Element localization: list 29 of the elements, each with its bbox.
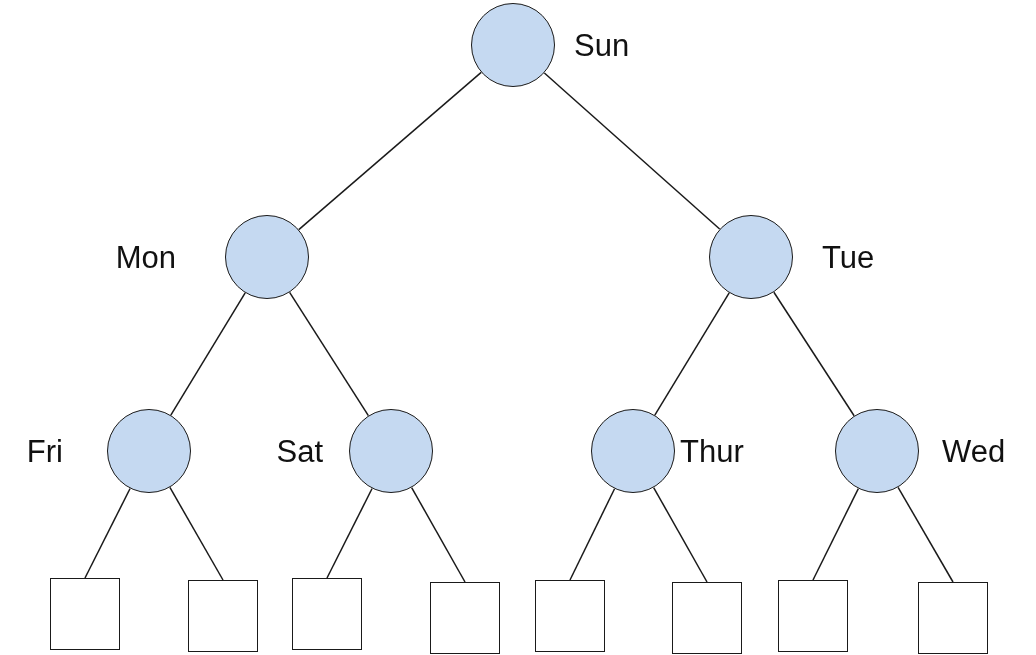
- leaf-square: [535, 580, 605, 652]
- node-label: Sat: [276, 435, 323, 467]
- tree-edge: [169, 486, 224, 581]
- leaf-square: [430, 582, 500, 654]
- tree-edge: [897, 486, 954, 583]
- leaf-square: [778, 580, 848, 652]
- tree-edge: [170, 292, 246, 416]
- tree-edge: [812, 487, 860, 581]
- tree-edge: [773, 291, 855, 417]
- leaf-square: [188, 580, 258, 652]
- leaf-square: [292, 578, 362, 650]
- tree-edge: [654, 292, 730, 416]
- leaf-square: [918, 582, 988, 654]
- leaf-square: [672, 582, 742, 654]
- node-label: Fri: [26, 435, 63, 467]
- tree-edge: [410, 486, 466, 583]
- leaf-square: [50, 578, 120, 650]
- tree-edge: [543, 72, 721, 230]
- tree-edge: [288, 291, 370, 417]
- tree-edge: [652, 486, 708, 583]
- node-label: Thur: [680, 435, 744, 467]
- tree-edge: [298, 71, 482, 231]
- node-label: Sun: [574, 29, 630, 61]
- node-label: Mon: [115, 241, 176, 273]
- tree-edge: [326, 487, 373, 579]
- node-label: Wed: [942, 435, 1006, 467]
- node-label: Tue: [822, 241, 875, 273]
- tree-edge: [569, 488, 616, 581]
- tree-edge: [84, 487, 131, 579]
